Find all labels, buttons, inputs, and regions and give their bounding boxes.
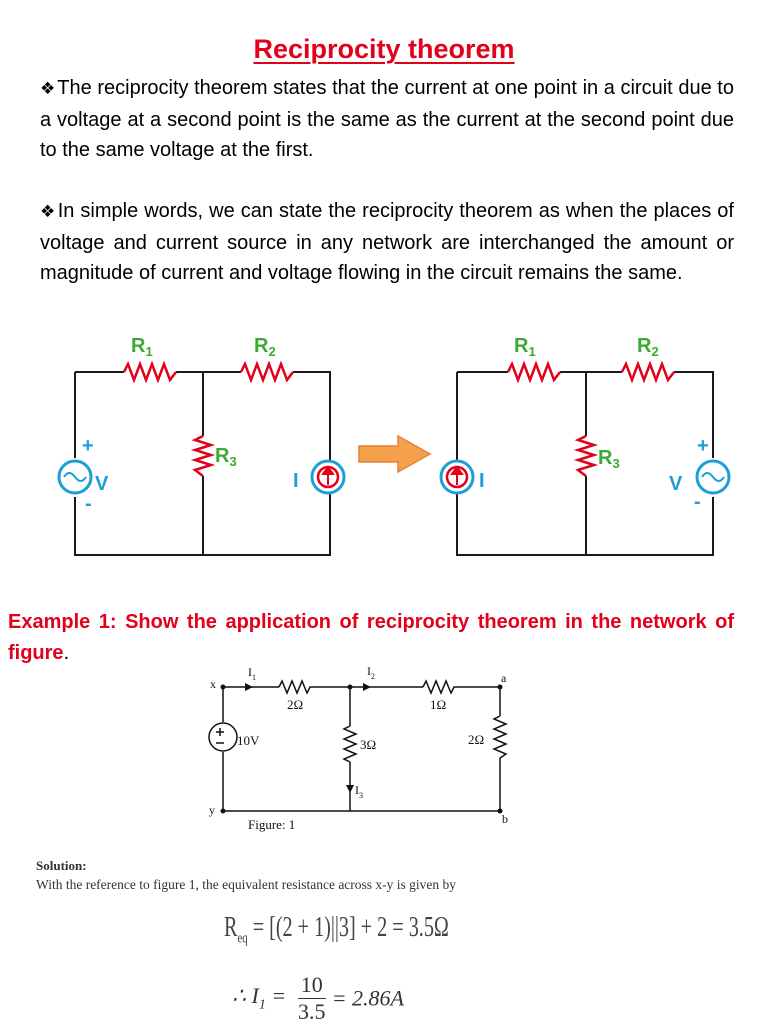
figure-1-circuit: x y a b I1 I2 I3 2Ω 1Ω 3Ω 2Ω 10V Figure:…	[208, 664, 508, 832]
arrow-i1-icon	[245, 683, 253, 691]
resistor-r2	[239, 360, 294, 384]
example-heading: Example 1: Show the application of recip…	[8, 607, 734, 668]
node-x-label: x	[210, 677, 216, 691]
minus-sign: -	[694, 491, 701, 513]
voltage-source-10v	[208, 722, 238, 752]
equation-i1-lhs: ∴ I1 =	[232, 983, 292, 1013]
interchange-arrow-icon	[358, 434, 432, 474]
ac-wave-icon	[701, 472, 725, 482]
current-source-inner	[445, 465, 469, 489]
figure-caption: Figure: 1	[248, 817, 295, 832]
up-arrow-icon	[450, 465, 464, 485]
node-dot	[220, 808, 226, 814]
resistor-3ohm	[342, 725, 358, 763]
node-dot	[347, 684, 353, 690]
minus-sign: -	[85, 493, 92, 515]
arrow-i3-icon	[346, 785, 354, 793]
plus-sign: +	[697, 435, 709, 457]
current-source-inner	[316, 465, 340, 489]
bullet-icon: ❖	[40, 202, 56, 221]
resistor-2ohm-top-label: 2Ω	[287, 697, 303, 712]
equation-req-body: = [(2 + 1)||3] + 2 = 3.5Ω	[247, 912, 449, 943]
label-r3: R3	[598, 447, 620, 471]
bullet-icon: ❖	[40, 79, 56, 98]
node-dot	[497, 684, 503, 690]
circuit-diagram-interchanged: R1 R2 R3 I + - V	[439, 335, 731, 556]
plus-minus-icon	[216, 728, 224, 744]
paragraph-definition-text: The reciprocity theorem states that the …	[40, 77, 734, 161]
resistor-r1	[122, 360, 177, 384]
node-a-label: a	[501, 671, 507, 685]
label-r2: R2	[637, 335, 659, 359]
node-y-label: y	[209, 803, 215, 817]
label-r2: R2	[254, 335, 276, 359]
equation-req-symbol: R	[224, 912, 238, 943]
resistor-1ohm	[422, 679, 457, 695]
resistor-r3	[573, 434, 599, 477]
ac-wave-icon	[63, 472, 87, 482]
resistor-r1	[506, 360, 561, 384]
paragraph-simple-words-text: In simple words, we can state the recipr…	[40, 200, 734, 284]
solution-text: With the reference to figure 1, the equi…	[36, 877, 457, 892]
resistor-2ohm-top	[278, 679, 313, 695]
resistor-1ohm-label: 1Ω	[430, 697, 446, 712]
resistor-3ohm-label: 3Ω	[360, 737, 376, 752]
page-title: Reciprocity theorem	[253, 34, 515, 64]
arrow-i2-icon	[363, 683, 371, 691]
example-heading-period: .	[63, 641, 70, 664]
current-source-ring	[439, 459, 475, 495]
equation-req: Req = [(2 + 1)||3] + 2 = 3.5Ω	[224, 912, 449, 948]
equation-req-subscript: eq	[237, 930, 248, 947]
label-i: I	[479, 470, 485, 492]
resistor-2ohm-right	[492, 715, 508, 759]
circuit-diagram-original: R1 R2 R3 + - V I	[57, 335, 346, 556]
fraction-denominator: 3.5	[297, 999, 326, 1024]
label-v: V	[669, 473, 683, 495]
label-r1: R1	[514, 335, 536, 359]
label-v: V	[95, 473, 109, 495]
voltage-source-ring	[695, 459, 731, 495]
node-dot	[497, 808, 503, 814]
paragraph-simple-words: ❖In simple words, we can state the recip…	[40, 196, 734, 289]
resistor-r3	[190, 434, 216, 477]
example-heading-text: Example 1: Show the application of recip…	[8, 611, 734, 664]
paragraph-definition: ❖The reciprocity theorem states that the…	[40, 73, 734, 166]
equation-i1-result: = 2.86A	[331, 985, 404, 1011]
current-source-ring	[310, 459, 346, 495]
label-i: I	[293, 470, 299, 492]
source-10v-label: 10V	[237, 733, 260, 748]
node-dot	[220, 684, 226, 690]
plus-sign: +	[82, 435, 94, 457]
voltage-source-ring	[57, 459, 93, 495]
current-i3-label: I3	[355, 783, 363, 800]
label-r1: R1	[131, 335, 153, 359]
up-arrow-icon	[321, 465, 335, 485]
node-b-label: b	[502, 812, 508, 826]
resistor-r2	[620, 360, 675, 384]
fraction-numerator: 10	[297, 972, 326, 999]
resistor-2ohm-right-label: 2Ω	[468, 732, 484, 747]
label-r3: R3	[215, 445, 237, 469]
solution-label: Solution:	[36, 858, 87, 873]
